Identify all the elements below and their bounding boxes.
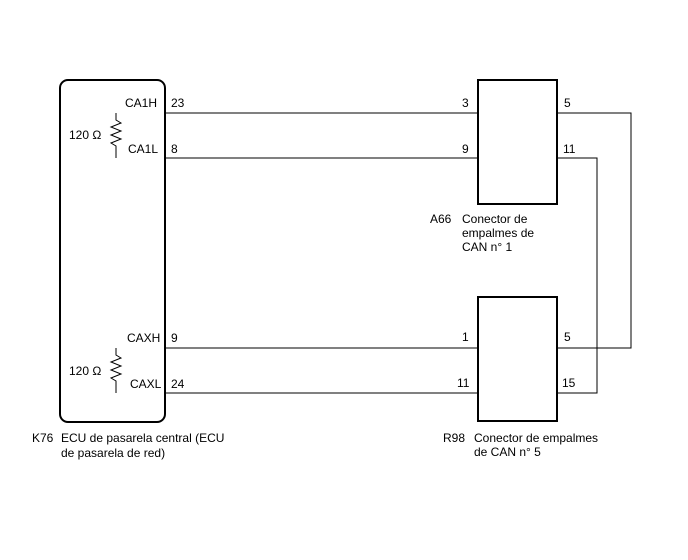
resistor-top-label: 120 Ω <box>69 128 101 142</box>
a66-pin-9: 9 <box>462 142 469 156</box>
r98-name-line1: Conector de empalmes <box>474 431 598 445</box>
wires <box>116 112 632 394</box>
a66-pin-5: 5 <box>564 96 571 110</box>
connector-r98-box <box>477 296 558 422</box>
ecu-name-line1: ECU de pasarela central (ECU <box>61 431 224 445</box>
r98-code: R98 <box>443 431 465 445</box>
resistor-bottom-label: 120 Ω <box>69 364 101 378</box>
connector-a66-box <box>477 79 558 205</box>
ecu-pin-9: 9 <box>171 331 178 345</box>
ecu-signal-caxl: CAXL <box>130 377 162 391</box>
ecu-pin-24: 24 <box>171 377 185 391</box>
r98-pin-5: 5 <box>564 330 571 344</box>
wire-ca1h <box>116 112 632 349</box>
a66-name-line1: Conector de <box>462 212 528 226</box>
a66-pin-3: 3 <box>462 96 469 110</box>
wire-ca1l <box>116 157 598 394</box>
a66-code: A66 <box>430 212 452 226</box>
r98-pin-1: 1 <box>462 330 469 344</box>
ecu-pin-23: 23 <box>171 96 185 110</box>
ecu-signal-ca1h: CA1H <box>125 96 157 110</box>
resistor-top <box>109 113 123 158</box>
ecu-code: K76 <box>32 431 54 445</box>
a66-pin-11: 11 <box>563 142 576 156</box>
r98-name-line2: de CAN n° 5 <box>474 445 541 459</box>
ecu-k76-box <box>59 79 166 423</box>
ecu-signal-ca1l: CA1L <box>128 142 158 156</box>
ecu-signal-caxh: CAXH <box>127 331 160 345</box>
a66-name-line3: CAN n° 1 <box>462 240 512 254</box>
r98-pin-11: 11 <box>457 376 470 390</box>
ecu-name-line2: de pasarela de red) <box>61 446 165 460</box>
ecu-pin-8: 8 <box>171 142 178 156</box>
resistor-bottom <box>109 348 123 393</box>
a66-name-line2: empalmes de <box>462 226 534 240</box>
r98-pin-15: 15 <box>562 376 576 390</box>
